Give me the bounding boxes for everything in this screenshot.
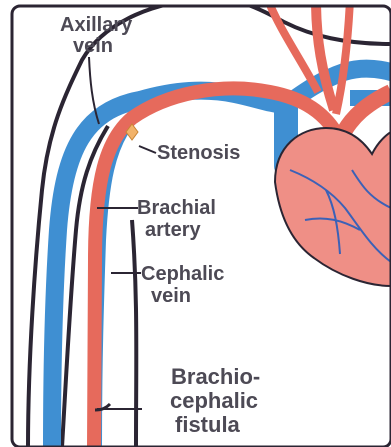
stenosis-label: Stenosis bbox=[157, 142, 240, 164]
cephalic-vein-label-line1: Cephalic bbox=[141, 263, 224, 285]
brachial-artery-label-line2: artery bbox=[145, 219, 201, 241]
axillary-vein-label-line1: Axillary bbox=[60, 14, 133, 36]
fistula-label-line1: Brachio- bbox=[171, 364, 260, 389]
brachial-artery-label-line1: Brachial bbox=[137, 197, 216, 219]
cephalic-vein-label-line2: vein bbox=[151, 285, 191, 307]
fistula-label-line3: fistula bbox=[175, 412, 241, 437]
axillary-vein-label-line2: vein bbox=[73, 35, 113, 57]
fistula-label-line2: cephalic bbox=[170, 388, 258, 413]
